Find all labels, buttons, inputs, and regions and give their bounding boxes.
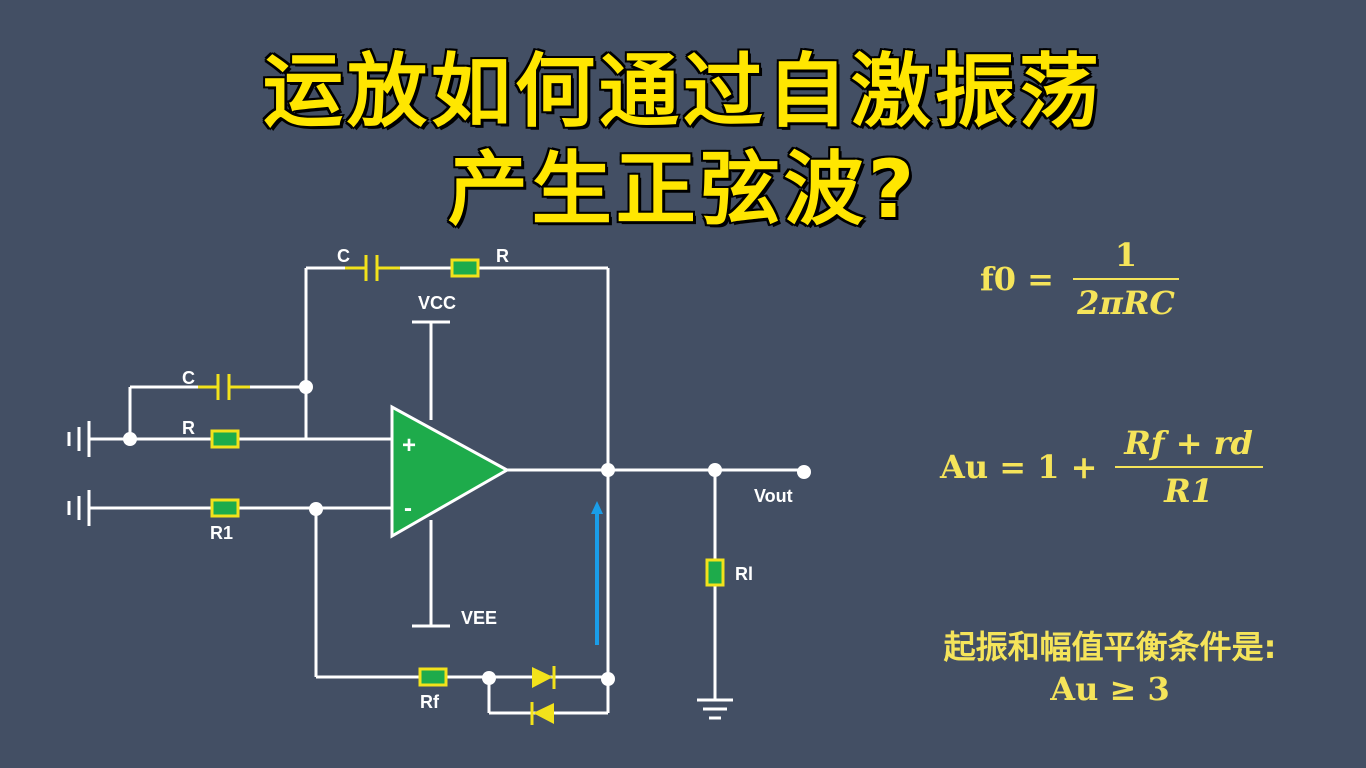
formula-au-den: R1	[1114, 466, 1263, 510]
op-amp-plus: +	[402, 432, 416, 459]
formula-f0: f0 = 1 2πRC	[980, 236, 1179, 322]
formula-f0-num: 1	[1114, 236, 1138, 274]
resistor-rf	[418, 667, 448, 687]
diode-forward	[532, 666, 556, 689]
ground-symbol-left-bottom	[67, 490, 91, 526]
formula-au: Au = 1 + Rf + rd R1	[940, 424, 1263, 510]
label-r-top: R	[496, 246, 509, 266]
resistor-r1	[210, 498, 240, 518]
resistor-left-r	[210, 429, 240, 449]
formula-au-lhs: Au = 1 +	[940, 448, 1098, 486]
label-vee: VEE	[461, 608, 497, 628]
op-amp	[390, 404, 511, 539]
label-rf: Rf	[420, 692, 440, 712]
op-amp-minus: -	[404, 495, 412, 522]
signal-arrow	[591, 501, 603, 645]
wires	[89, 266, 804, 715]
label-r1: R1	[210, 523, 233, 543]
title-line-2: 产生正弦波?	[446, 143, 919, 236]
label-rl: Rl	[735, 564, 753, 584]
title-line-1: 运放如何通过自激振荡	[262, 45, 1103, 138]
label-vcc: VCC	[418, 293, 456, 313]
condition-expr: Au ≥ 3	[1050, 670, 1170, 708]
formula-au-fraction: Rf + rd R1	[1114, 424, 1263, 510]
condition-text: 起振和幅值平衡条件是:	[943, 628, 1277, 666]
label-c-left: C	[182, 368, 195, 388]
formula-f0-den: 2πRC	[1073, 278, 1179, 322]
capacitor-left	[198, 374, 250, 400]
formula-f0-lhs: f0 =	[980, 260, 1054, 298]
ground-symbol-left-top	[67, 421, 91, 457]
formula-f0-fraction: 1 2πRC	[1073, 236, 1179, 322]
capacitor-top	[345, 255, 400, 281]
resistor-top	[450, 258, 480, 278]
resistor-rl	[705, 558, 725, 587]
ground-symbol-load	[697, 698, 733, 720]
label-c-top: C	[337, 246, 350, 266]
diode-reverse	[530, 702, 554, 725]
junction-nodes	[123, 380, 811, 686]
label-r-left: R	[182, 418, 195, 438]
formula-au-num: Rf + rd	[1124, 424, 1253, 462]
label-vout: Vout	[754, 486, 793, 506]
